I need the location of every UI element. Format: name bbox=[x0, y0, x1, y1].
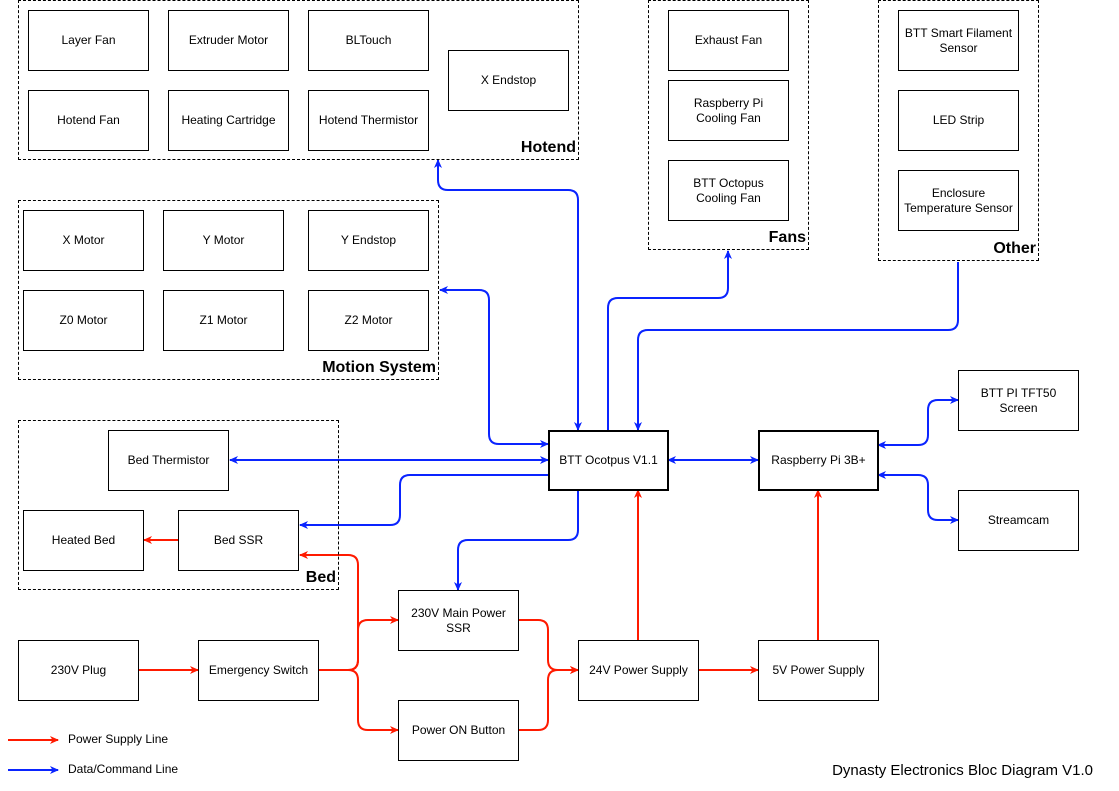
extruder-motor-node[interactable]: Extruder Motor bbox=[168, 10, 289, 71]
z0-motor-node[interactable]: Z0 Motor bbox=[23, 290, 144, 351]
enclosure-temp-sensor-node[interactable]: Enclosure Temperature Sensor bbox=[898, 170, 1019, 231]
x-endstop-node[interactable]: X Endstop bbox=[448, 50, 569, 111]
link-octopus-fans bbox=[607, 250, 732, 430]
bed-ssr-node[interactable]: Bed SSR bbox=[178, 510, 299, 571]
power-emergency-on-button bbox=[318, 669, 399, 734]
power-on-button-node[interactable]: Power ON Button bbox=[398, 700, 519, 761]
motion-system-group-title: Motion System bbox=[322, 359, 436, 376]
raspberry-pi-node[interactable]: Raspberry Pi 3B+ bbox=[758, 430, 879, 491]
bltouch-node[interactable]: BLTouch bbox=[308, 10, 429, 71]
power-main-ssr-24v bbox=[518, 619, 579, 674]
tft50-screen-node[interactable]: BTT PI TFT50 Screen bbox=[958, 370, 1079, 431]
hotend-fan-node[interactable]: Hotend Fan bbox=[28, 90, 149, 151]
hotend-thermistor-node[interactable]: Hotend Thermistor bbox=[308, 90, 429, 151]
other-group: Other bbox=[878, 0, 1039, 261]
psu-5v-node[interactable]: 5V Power Supply bbox=[758, 640, 879, 701]
link-pi-streamcam bbox=[877, 471, 959, 524]
power-on-button-24v bbox=[518, 666, 579, 731]
streamcam-node[interactable]: Streamcam bbox=[958, 490, 1079, 551]
motion-system-group: Motion System bbox=[18, 200, 439, 380]
z2-motor-node[interactable]: Z2 Motor bbox=[308, 290, 429, 351]
fans-group-title: Fans bbox=[768, 229, 806, 246]
emergency-switch-node[interactable]: Emergency Switch bbox=[198, 640, 319, 701]
link-octopus-main-ssr bbox=[454, 490, 579, 591]
z1-motor-node[interactable]: Z1 Motor bbox=[163, 290, 284, 351]
y-motor-node[interactable]: Y Motor bbox=[163, 210, 284, 271]
bed-group-title: Bed bbox=[305, 569, 336, 586]
link-octopus-hotend bbox=[434, 159, 582, 431]
hotend-group: Hotend bbox=[18, 0, 579, 160]
link-octopus-bed-ssr bbox=[299, 474, 548, 529]
link-octopus-other bbox=[634, 262, 959, 431]
led-strip-node[interactable]: LED Strip bbox=[898, 90, 1019, 151]
plug-230v-node[interactable]: 230V Plug bbox=[18, 640, 139, 701]
layer-fan-node[interactable]: Layer Fan bbox=[28, 10, 149, 71]
legend-power-label: Power Supply Line bbox=[68, 732, 169, 746]
link-octopus-motion bbox=[439, 286, 549, 448]
psu-24v-node[interactable]: 24V Power Supply bbox=[578, 640, 699, 701]
exhaust-fan-node[interactable]: Exhaust Fan bbox=[668, 10, 789, 71]
main-power-ssr-node[interactable]: 230V Main Power SSR bbox=[398, 590, 519, 651]
filament-sensor-node[interactable]: BTT Smart Filament Sensor bbox=[898, 10, 1019, 71]
diagram-title-footer: Dynasty Electronics Bloc Diagram V1.0 bbox=[832, 762, 1093, 779]
link-pi-tft50 bbox=[877, 396, 959, 449]
bed-group: Bed bbox=[18, 420, 339, 590]
rpi-cooling-fan-node[interactable]: Raspberry Pi Cooling Fan bbox=[668, 80, 789, 141]
other-group-title: Other bbox=[993, 240, 1036, 257]
y-endstop-node[interactable]: Y Endstop bbox=[308, 210, 429, 271]
power-emergency-main-ssr bbox=[318, 616, 399, 671]
bed-thermistor-node[interactable]: Bed Thermistor bbox=[108, 430, 229, 491]
heating-cartridge-node[interactable]: Heating Cartridge bbox=[168, 90, 289, 151]
x-motor-node[interactable]: X Motor bbox=[23, 210, 144, 271]
heated-bed-node[interactable]: Heated Bed bbox=[23, 510, 144, 571]
legend-data-label: Data/Command Line bbox=[68, 762, 179, 776]
btt-octopus-node[interactable]: BTT Ocotpus V1.1 bbox=[548, 430, 669, 491]
octopus-cooling-fan-node[interactable]: BTT Octopus Cooling Fan bbox=[668, 160, 789, 221]
hotend-group-title: Hotend bbox=[520, 139, 576, 156]
fans-group: Fans bbox=[648, 0, 809, 250]
